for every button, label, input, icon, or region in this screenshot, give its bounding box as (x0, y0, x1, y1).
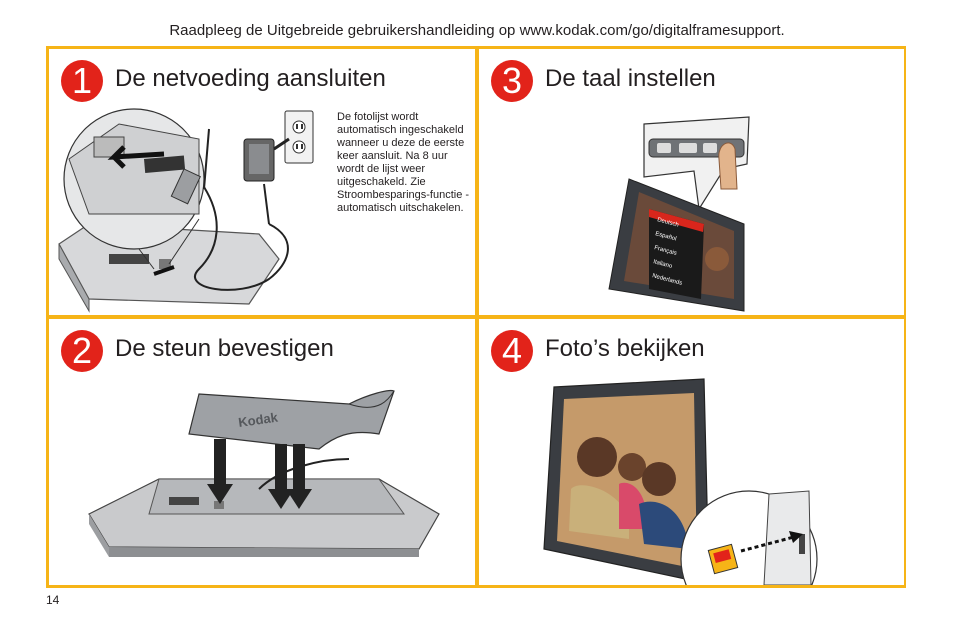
step-4-panel: 4 Foto’s bekijken (479, 319, 904, 585)
language-frame-illustration: Deutsch Español Français Italiano Nederl… (608, 116, 750, 312)
step-1-panel: 1 De netvoeding aansluiten De fotolijst … (49, 49, 475, 315)
step-4-badge: 4 (491, 330, 533, 372)
step-2-badge: 2 (61, 330, 103, 372)
stand-illustration: Kodak (88, 389, 440, 557)
step-4-title: Foto’s bekijken (545, 335, 705, 362)
power-adapter-illustration (58, 108, 314, 313)
viewing-photos-illustration (543, 378, 818, 585)
step-1-note: De fotolijst wordt automatisch ingeschak… (337, 111, 470, 214)
language-option-1: Deutsch (656, 217, 679, 228)
support-url-header: Raadpleeg de Uitgebreide gebruikershandl… (169, 22, 785, 39)
page-number: 14 (46, 593, 60, 607)
language-option-3: Français (653, 245, 677, 257)
language-option-4: Italiano (652, 259, 673, 270)
step-3-badge: 3 (491, 60, 533, 102)
step-3-title: De taal instellen (545, 65, 716, 92)
step-2-panel: 2 De steun bevestigen Kodak (49, 319, 475, 585)
kodak-stand-logo: Kodak (237, 409, 279, 429)
step-1-title: De netvoeding aansluiten (115, 65, 386, 92)
step-1-badge: 1 (61, 60, 103, 102)
language-option-2: Español (654, 231, 677, 242)
step-3-panel: 3 De taal instellen Deutsch Español Fran… (479, 49, 904, 315)
step-2-title: De steun bevestigen (115, 335, 334, 362)
